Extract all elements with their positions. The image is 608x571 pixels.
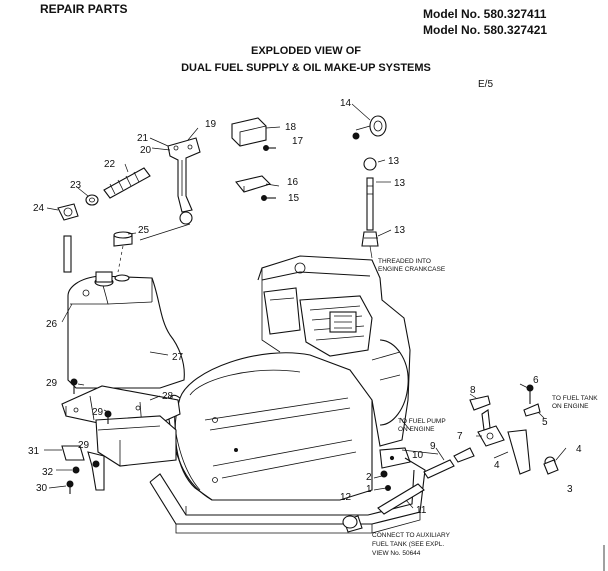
callout-3: 3 bbox=[567, 484, 573, 495]
callout-25: 25 bbox=[138, 225, 150, 236]
callout-29-middle: 29 bbox=[92, 407, 104, 418]
page-reference: E/5 bbox=[478, 79, 493, 90]
annotation-notes: THREADED INTO ENGINE CRANKCASE TO FUEL P… bbox=[372, 258, 598, 557]
callout-13-bottom: 13 bbox=[394, 225, 406, 236]
section-title: REPAIR PARTS bbox=[40, 2, 128, 16]
callout-15: 15 bbox=[288, 193, 300, 204]
model-number-1: Model No. 580.327411 bbox=[423, 7, 547, 21]
generator-assembly bbox=[113, 255, 426, 534]
note-fuel-pump-line-2: ON ENGINE bbox=[398, 426, 435, 433]
fuel-line-parts bbox=[57, 167, 191, 273]
note-fuel-tank-line-2: ON ENGINE bbox=[552, 403, 589, 410]
diagram-title-line-2: DUAL FUEL SUPPLY & OIL MAKE-UP SYSTEMS bbox=[181, 62, 431, 74]
callout-29-bottom: 29 bbox=[78, 440, 90, 451]
note-connect-line-1: CONNECT TO AUXILIARY bbox=[372, 532, 451, 539]
callout-28: 28 bbox=[162, 391, 174, 402]
callout-27: 27 bbox=[172, 352, 184, 363]
callout-17: 17 bbox=[292, 136, 304, 147]
leader-lines bbox=[44, 103, 567, 509]
callout-13-top: 13 bbox=[388, 156, 400, 167]
callout-6: 6 bbox=[533, 375, 539, 386]
model-number-2: Model No. 580.327421 bbox=[423, 23, 547, 37]
callout-24: 24 bbox=[33, 203, 45, 214]
note-threaded-line-2: ENGINE CRANKCASE bbox=[378, 266, 446, 273]
filler-tube-assembly bbox=[167, 137, 201, 225]
fuel-fittings bbox=[342, 384, 559, 533]
callout-10: 10 bbox=[412, 450, 424, 461]
callout-11: 11 bbox=[416, 505, 427, 516]
callout-13-middle: 13 bbox=[394, 178, 406, 189]
callout-19: 19 bbox=[205, 119, 217, 130]
callout-5: 5 bbox=[542, 417, 548, 428]
oil-makeup-assembly bbox=[352, 115, 387, 259]
callout-2: 2 bbox=[366, 472, 372, 483]
callout-26: 26 bbox=[46, 319, 58, 330]
callout-12: 12 bbox=[340, 492, 352, 503]
note-threaded-line-1: THREADED INTO bbox=[378, 258, 431, 265]
callout-20: 20 bbox=[140, 145, 152, 156]
callout-labels: 21 20 19 18 17 16 15 22 23 24 25 26 27 2… bbox=[28, 98, 582, 516]
note-fuel-pump-line-1: TO FUEL PUMP bbox=[398, 418, 446, 425]
callout-31: 31 bbox=[28, 446, 40, 457]
oil-tank-assembly bbox=[61, 271, 185, 467]
callout-18: 18 bbox=[285, 122, 297, 133]
callout-1: 1 bbox=[366, 484, 372, 495]
note-fuel-tank-line-1: TO FUEL TANK bbox=[552, 395, 598, 402]
note-connect-line-2: FUEL TANK (SEE EXPL. bbox=[372, 541, 444, 548]
callout-14: 14 bbox=[340, 98, 352, 109]
tank-hardware bbox=[61, 378, 112, 494]
callout-21: 21 bbox=[137, 133, 149, 144]
note-connect-line-3: VIEW No. 50644 bbox=[372, 550, 421, 557]
callout-4-right: 4 bbox=[576, 444, 582, 455]
callout-9: 9 bbox=[430, 441, 436, 452]
callout-16: 16 bbox=[287, 177, 299, 188]
callout-23: 23 bbox=[70, 180, 82, 191]
diagram-title-line-1: EXPLODED VIEW OF bbox=[251, 45, 361, 57]
callout-4-left: 4 bbox=[494, 460, 500, 471]
callout-22: 22 bbox=[104, 159, 116, 170]
callout-8: 8 bbox=[470, 385, 476, 396]
callout-32: 32 bbox=[42, 467, 54, 478]
callout-29-top: 29 bbox=[46, 378, 58, 389]
callout-30: 30 bbox=[36, 483, 48, 494]
mounting-brackets bbox=[231, 117, 276, 201]
callout-7: 7 bbox=[457, 431, 463, 442]
